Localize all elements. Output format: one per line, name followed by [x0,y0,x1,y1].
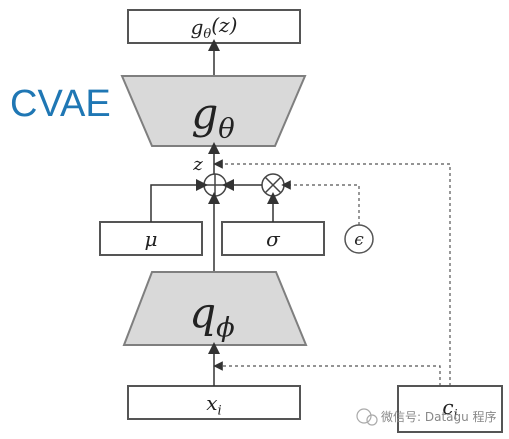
input-x-box [127,385,301,420]
c-to-encoder-arrow [213,361,441,386]
decoder-label: gθ [191,89,234,145]
encoder-label: qϕ [189,288,235,344]
title: CVAE [10,83,111,125]
encoder-trapezoid [122,271,308,346]
c-to-decoder-arrow [213,159,451,386]
mu-label: μ [145,227,158,251]
mul-operator-d2 [264,176,282,194]
input-c-box [397,385,503,433]
epsilon-label: ϵ [354,230,364,250]
epsilon-to-mul-arrow [281,180,360,225]
input-x-label: xi [206,391,221,419]
wechat-icon-small [366,414,378,426]
output-box [127,9,301,44]
wechat-icon [356,408,372,424]
output-box-label: gθ(z) [191,13,238,42]
latent-label: z [192,154,203,175]
watermark: 微信号: Datagu 程序 [356,408,497,426]
decoder-trapezoid [120,75,307,147]
watermark-text: 微信号: Datagu 程序 [381,409,497,424]
mu-to-add-arrow [150,179,208,222]
input-c-label: ci [442,395,457,423]
sigma-label: σ [266,227,281,251]
